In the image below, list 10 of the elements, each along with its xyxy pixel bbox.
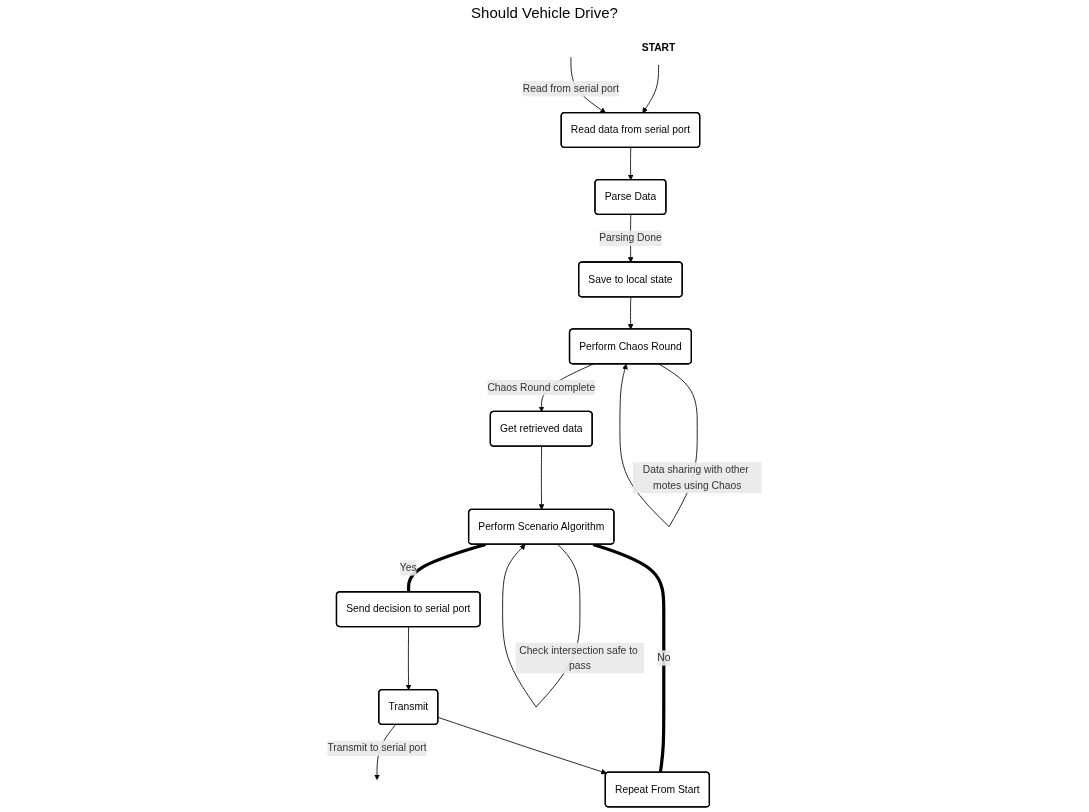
- edge-label: Data sharing with other motes using Chaos: [642, 464, 749, 491]
- edge-label: Parsing Done: [599, 232, 662, 244]
- note-text: Should Vehicle Drive?: [471, 4, 618, 21]
- edge-label: Check intersection safe to pass: [519, 644, 638, 671]
- edge-label: Chaos Round complete: [487, 381, 596, 393]
- node-text: START: [641, 41, 676, 53]
- edge-label: Read from serial port: [522, 82, 620, 94]
- edge-label: No: [657, 652, 671, 664]
- edge-label: Transmit to serial port: [327, 742, 427, 754]
- edge-label: Yes: [399, 562, 417, 574]
